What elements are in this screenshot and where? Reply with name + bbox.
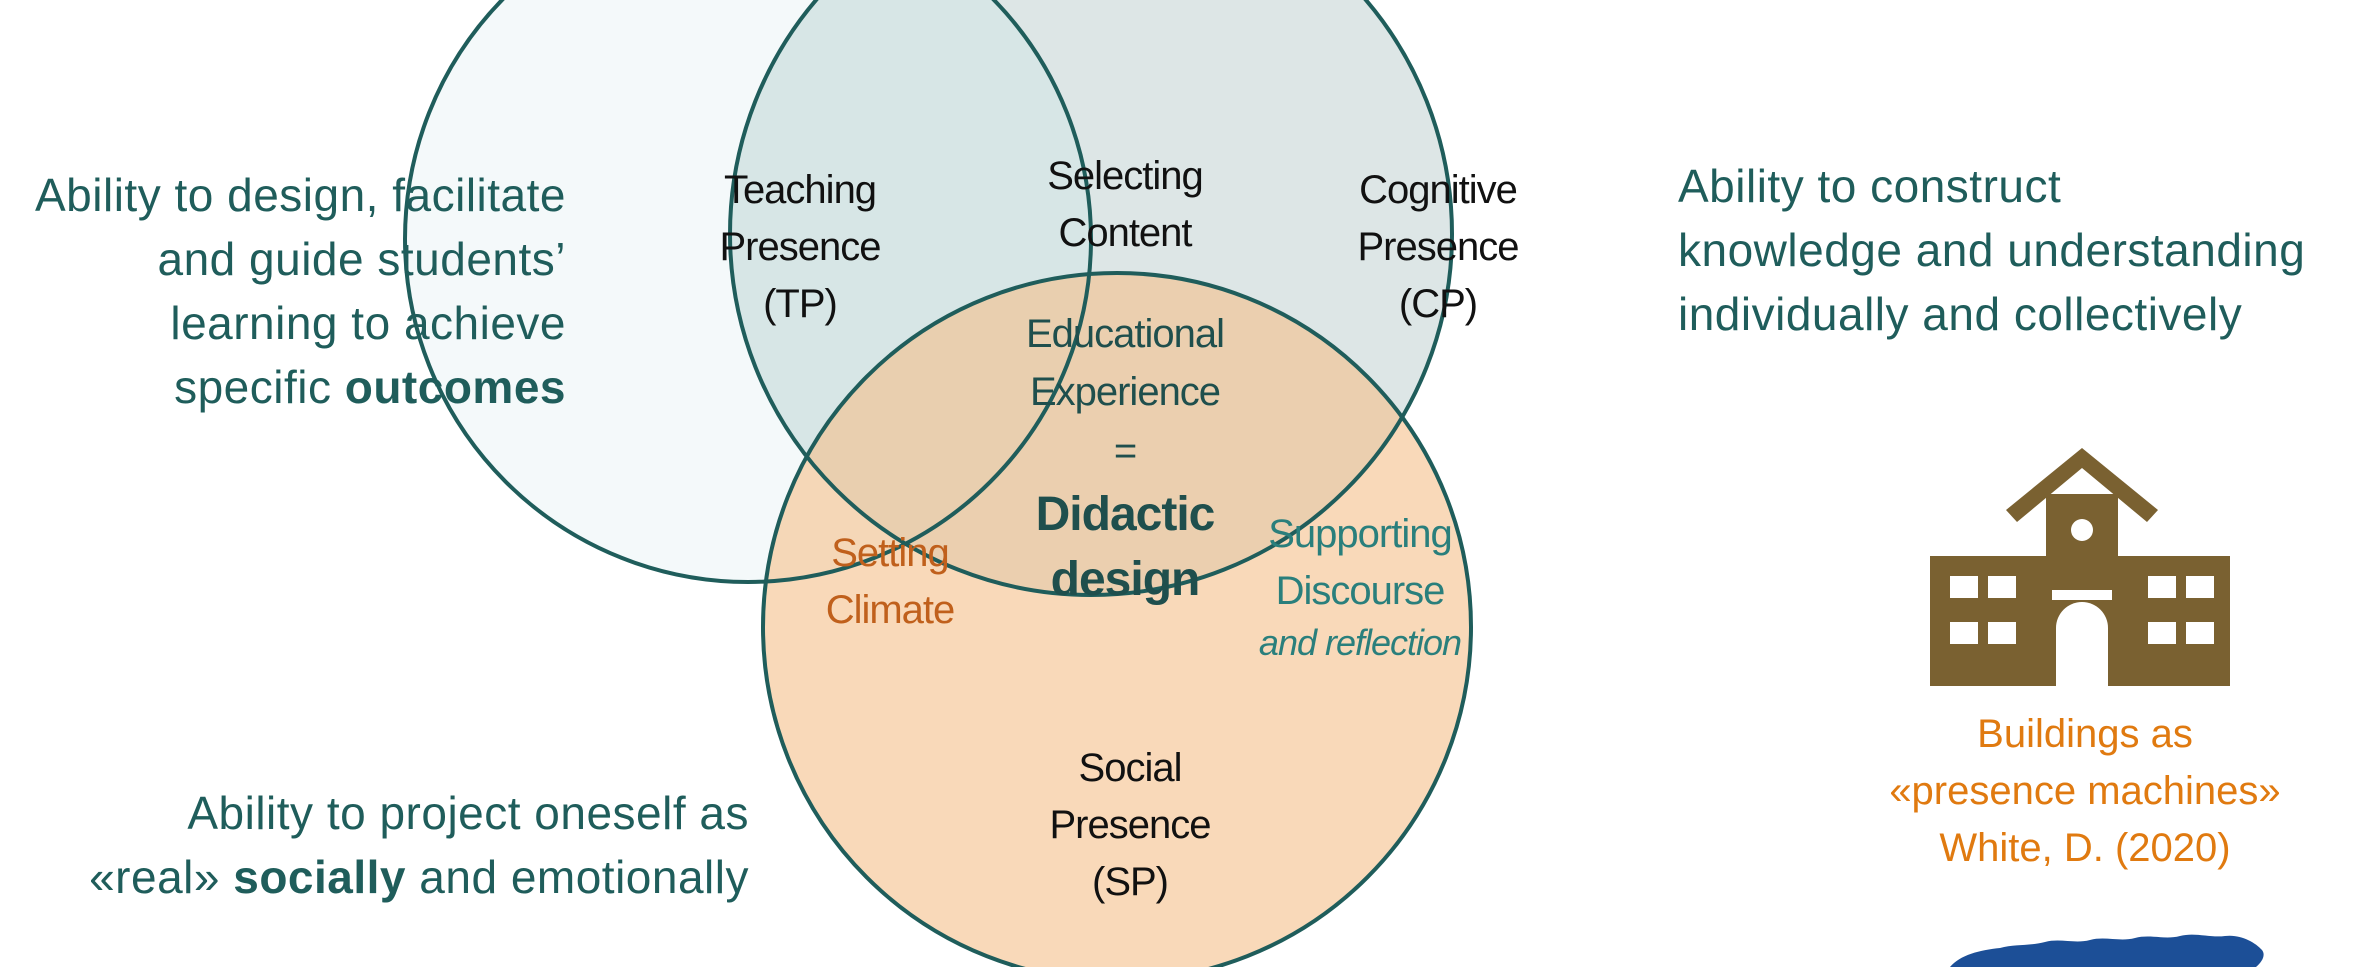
teaching-presence-outline <box>403 0 1093 584</box>
teaching-presence-description: Ability to design, facilitate and guide … <box>0 163 566 419</box>
center-equals: = <box>1113 429 1137 473</box>
selecting-line2: Content <box>1058 211 1192 255</box>
socially-bold: socially <box>233 851 407 903</box>
building-windows <box>1950 519 2214 686</box>
social-presence-label: Social Presence (SP) <box>1010 740 1250 911</box>
teaching-desc-line4-pre: specific <box>174 361 345 413</box>
tp-line2: Presence <box>719 225 882 269</box>
cognitive-presence-label: Cognitive Presence (CP) <box>1318 162 1558 333</box>
center-line5: design <box>1050 553 1201 606</box>
selecting-content-label: Selecting Content <box>1005 148 1245 262</box>
supporting-discourse-label: Supporting Discourse and reflection <box>1240 506 1480 665</box>
teaching-desc-line3: learning to achieve <box>170 297 566 349</box>
supporting-line2: Discourse <box>1275 569 1446 613</box>
and-reflection-italic: and reflection <box>1258 622 1462 663</box>
outcomes-bold: outcomes <box>344 361 566 413</box>
setting-line1: Setting <box>831 531 950 575</box>
teaching-desc-line4: specific outcomes <box>0 355 566 419</box>
selecting-line1: Selecting <box>1047 154 1204 198</box>
setting-climate-label: Setting Climate <box>790 525 990 639</box>
tp-line3: (TP) <box>763 282 838 326</box>
cp-line3: (CP) <box>1398 282 1478 326</box>
center-line1: Educational <box>1025 312 1225 356</box>
center-line4: Didactic <box>1035 488 1216 541</box>
teaching-desc-line2: and guide students’ <box>157 233 566 285</box>
tp-line1: Teaching <box>723 168 877 212</box>
cognitive-presence-description: Ability to construct knowledge and under… <box>1678 154 2338 346</box>
social-presence-description: Ability to project oneself as «real» soc… <box>29 781 749 909</box>
building-title-line2: «presence machines» <box>1889 769 2281 813</box>
sp-line3: (SP) <box>1092 860 1169 904</box>
cognitive-desc-line3: individually and collectively <box>1678 288 2243 340</box>
building-title-line1: Buildings as <box>1977 712 2193 756</box>
cp-line1: Cognitive <box>1359 168 1518 212</box>
sp-line2: Presence <box>1049 803 1212 847</box>
social-desc-line2-post: and emotionally <box>406 851 749 903</box>
cp-line2: Presence <box>1357 225 1520 269</box>
sp-line1: Social <box>1078 746 1183 790</box>
building-citation: White, D. (2020) <box>1939 826 2231 870</box>
social-presence-circle <box>763 273 1471 967</box>
cognitive-desc-line1: Ability to construct <box>1678 160 2062 212</box>
social-desc-line2: «real» socially and emotionally <box>29 845 749 909</box>
center-line2: Experience <box>1029 370 1221 414</box>
teaching-presence-label: Teaching Presence (TP) <box>680 162 920 333</box>
center-label: Educational Experience = Didactic design <box>960 305 1290 611</box>
supporting-line1: Supporting <box>1268 512 1452 556</box>
social-presence-outline <box>761 271 1473 967</box>
cognitive-presence-outline <box>728 0 1454 597</box>
social-desc-line2-pre: «real» <box>89 851 234 903</box>
teaching-desc-line1: Ability to design, facilitate <box>35 169 566 221</box>
building-caption: Buildings as «presence machines» White, … <box>1840 706 2330 877</box>
social-desc-line1: Ability to project oneself as <box>187 787 749 839</box>
supporting-line3: and reflection <box>1240 620 1480 665</box>
setting-line2: Climate <box>825 588 956 632</box>
blue-logo-icon <box>1950 934 2264 967</box>
cognitive-desc-line2: knowledge and understanding <box>1678 224 2306 276</box>
